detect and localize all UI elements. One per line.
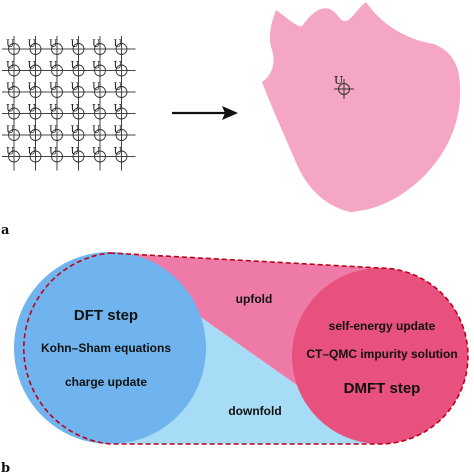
lattice-site: U	[28, 39, 42, 55]
lattice-site-label: U	[92, 61, 100, 72]
lattice-site: U	[6, 82, 20, 98]
lattice-site: U	[28, 147, 42, 163]
lattice-site: U	[114, 125, 128, 141]
lattice-site-label: U	[71, 61, 79, 72]
dmft-line-2: CT–QMC impurity solution	[306, 347, 457, 361]
lattice-site: U	[6, 147, 20, 163]
lattice-site-label: U	[92, 82, 100, 93]
lattice-site-label: U	[6, 61, 14, 72]
lattice-site-label: U	[114, 82, 122, 93]
lattice-site: U	[92, 82, 106, 98]
lattice-site: U	[114, 104, 128, 120]
lattice-site: U	[49, 147, 63, 163]
lattice-site-label: U	[71, 82, 79, 93]
loop-outline	[23, 252, 469, 445]
lattice-site-label: U	[6, 104, 14, 115]
dft-circle	[14, 252, 206, 444]
lattice-site-label: U	[28, 104, 36, 115]
upfold-label: upfold	[236, 292, 273, 306]
dmft-circle	[292, 268, 468, 444]
lattice-site-label: U	[49, 104, 57, 115]
lattice-site-label: U	[28, 147, 36, 158]
lattice-site-label: U	[92, 125, 100, 136]
lattice-site: U	[114, 147, 128, 163]
lattice-site-label: U	[114, 104, 122, 115]
dmft-line-1: self-energy update	[329, 319, 436, 333]
lattice-site-label: U	[6, 82, 14, 93]
lattice-site: U	[49, 104, 63, 120]
lattice-site-label: U	[6, 147, 14, 158]
lattice-site: U	[71, 125, 85, 141]
lattice-site: U	[6, 61, 20, 77]
panel-label-b: b	[1, 461, 10, 474]
lattice-site: U	[92, 104, 106, 120]
lattice-site-label: U	[71, 147, 79, 158]
lattice-site-label: U	[28, 125, 36, 136]
lattice-site-label: U	[114, 61, 122, 72]
lattice-site: U	[49, 82, 63, 98]
lattice-site-label: U	[6, 39, 14, 50]
lattice-site-label: U	[28, 82, 36, 93]
lattice-site-label: U	[71, 125, 79, 136]
dft-title: DFT step	[74, 307, 138, 324]
lattice-site: U	[114, 39, 128, 55]
lattice-site-label: U	[114, 147, 122, 158]
lattice-site: U	[6, 104, 20, 120]
lattice-site: U	[71, 61, 85, 77]
downfold-label: downfold	[228, 404, 281, 418]
lattice-site: U	[92, 125, 106, 141]
lattice-site-label: U	[71, 104, 79, 115]
dft-line-1: Kohn–Sham equations	[41, 341, 171, 355]
lattice-site: U	[92, 61, 106, 77]
lattice-site: U	[71, 147, 85, 163]
lattice-site: U	[6, 125, 20, 141]
lattice-site-label: U	[28, 61, 36, 72]
lattice-site: U	[92, 39, 106, 55]
lattice-site: U	[71, 104, 85, 120]
impurity-site: U	[334, 74, 354, 99]
lattice-site: U	[28, 82, 42, 98]
dmft-title: DMFT step	[344, 380, 421, 397]
lattice-site-label: U	[114, 125, 122, 136]
lattice-site: U	[49, 125, 63, 141]
lattice-site: U	[28, 61, 42, 77]
lattice-site: U	[28, 125, 42, 141]
lattice-site-label: U	[49, 147, 57, 158]
dft-line-2: charge update	[65, 375, 147, 389]
lattice-site: U	[92, 147, 106, 163]
lattice-site: U	[28, 104, 42, 120]
panel-label-a: a	[1, 223, 10, 238]
bath-blob	[262, 2, 461, 212]
lattice-site-label: U	[28, 39, 36, 50]
lattice-site: U	[49, 61, 63, 77]
lattice-site-label: U	[6, 125, 14, 136]
lattice-site-label: U	[92, 39, 100, 50]
lattice-site: U	[71, 82, 85, 98]
lattice-site: U	[71, 39, 85, 55]
lattice-site-label: U	[92, 104, 100, 115]
lattice-site: U	[114, 82, 128, 98]
lattice-site-label: U	[49, 39, 57, 50]
lattice-site-label: U	[49, 61, 57, 72]
lattice-site: U	[49, 39, 63, 55]
right-arrow-icon	[172, 106, 238, 120]
lattice-site-label: U	[71, 39, 79, 50]
lattice-site-label: U	[92, 147, 100, 158]
lattice-site-label: U	[49, 82, 57, 93]
lattice-site: U	[6, 39, 20, 55]
lattice-site-label: U	[114, 39, 122, 50]
lattice-site: U	[114, 61, 128, 77]
impurity-label: U	[334, 74, 343, 87]
lattice-site-label: U	[49, 125, 57, 136]
